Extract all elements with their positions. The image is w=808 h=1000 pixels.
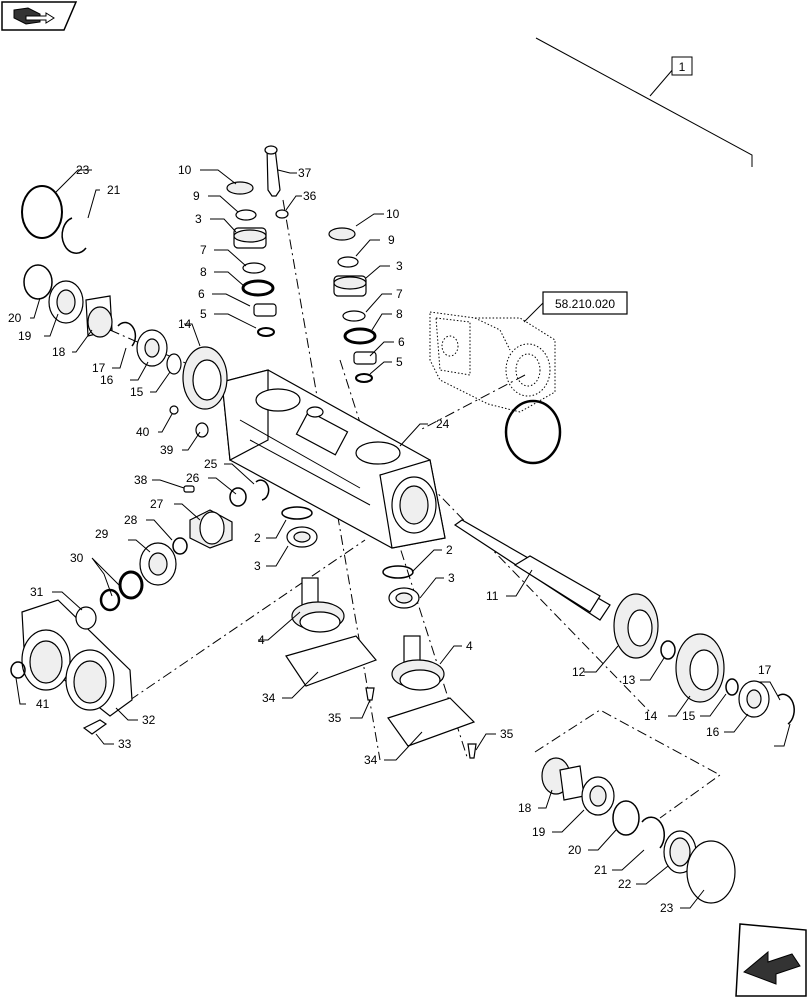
callout-5b: 5 (396, 355, 403, 369)
callout-27: 27 (150, 497, 164, 511)
callout-6a: 6 (198, 287, 205, 301)
callout-15a: 15 (130, 385, 144, 399)
callout-21b: 21 (594, 863, 608, 877)
callout-16b: 16 (706, 725, 720, 739)
callout-10b: 10 (386, 207, 400, 221)
callout-22: 22 (618, 877, 632, 891)
callout-18b: 18 (518, 801, 532, 815)
callout-29: 29 (95, 527, 109, 541)
callout-17a: 17 (92, 361, 106, 375)
callout-21a: 21 (107, 183, 121, 197)
callout-23b: 23 (660, 901, 674, 915)
callout-28: 28 (124, 513, 138, 527)
callout-25: 25 (204, 457, 218, 471)
callout-16a: 16 (100, 373, 114, 387)
callout-11: 11 (486, 589, 499, 603)
callout-13: 13 (622, 673, 636, 687)
callout-1: 1 (679, 60, 686, 74)
callout-40: 40 (136, 425, 150, 439)
callout-33: 33 (118, 737, 132, 751)
callout-24: 24 (436, 417, 450, 431)
callout-34a: 34 (262, 691, 276, 705)
callout-8a: 8 (200, 265, 207, 279)
callout-8b: 8 (396, 307, 403, 321)
lower-right-stack (541, 757, 736, 904)
callout-14a: 14 (178, 317, 192, 331)
leader-lines (15, 169, 791, 909)
reference-box-58-210-020[interactable]: 58.210.020 (523, 291, 628, 323)
output-shaft-and-gears (453, 519, 795, 725)
callout-35a: 35 (328, 711, 342, 725)
o-ring-seal (504, 399, 562, 465)
callout-26: 26 (186, 471, 200, 485)
callout-19b: 19 (532, 825, 546, 839)
callout-31: 31 (30, 585, 44, 599)
callout-5a: 5 (200, 307, 207, 321)
left-end-cover (10, 599, 133, 735)
middle-left-stack (99, 479, 270, 612)
callout-7b: 7 (396, 287, 403, 301)
next-page-arrow-icon[interactable] (735, 923, 807, 997)
callout-34b: 34 (364, 753, 378, 767)
callout-9b: 9 (388, 233, 395, 247)
callout-3a: 3 (195, 212, 202, 226)
callout-2b: 2 (446, 543, 453, 557)
callout-12: 12 (572, 665, 586, 679)
callout-15b: 15 (682, 709, 696, 723)
callout-23a: 23 (76, 163, 90, 177)
callout-9a: 9 (193, 189, 200, 203)
callout-20a: 20 (8, 311, 22, 325)
callout-20b: 20 (568, 843, 582, 857)
book-page-nav-icon[interactable] (1, 1, 78, 31)
gearbox-housing (221, 369, 446, 549)
callout-19a: 19 (18, 329, 32, 343)
callout-2a: 2 (254, 531, 261, 545)
left-bearing-stack (21, 185, 228, 438)
callout-32: 32 (142, 713, 156, 727)
callout-38: 38 (134, 473, 148, 487)
callout-30: 30 (70, 551, 84, 565)
callout-4a: 4 (258, 633, 265, 647)
callout-17b: 17 (758, 663, 772, 677)
callout-36: 36 (303, 189, 317, 203)
callout-37: 37 (298, 166, 312, 180)
reference-housing-outline (429, 311, 556, 413)
top-vertical-stack-left (226, 145, 289, 337)
callout-35b: 35 (500, 727, 514, 741)
callout-3b: 3 (396, 259, 403, 273)
callout-18a: 18 (52, 345, 66, 359)
top-vertical-stack-right (328, 227, 377, 383)
callout-14b: 14 (644, 709, 658, 723)
reference-box-label: 58.210.020 (555, 297, 615, 311)
callout-10a: 10 (178, 163, 192, 177)
callout-39: 39 (160, 443, 174, 457)
callout-3d: 3 (448, 571, 455, 585)
lower-bevel-gears (281, 506, 477, 759)
callout-labels: 1 10 9 3 7 8 6 5 37 36 10 9 3 7 8 6 5 23… (8, 56, 772, 915)
callout-4b: 4 (466, 639, 473, 653)
callout-7a: 7 (200, 243, 207, 257)
callout-6b: 6 (398, 335, 405, 349)
callout-41: 41 (36, 697, 50, 711)
callout-3c: 3 (254, 559, 261, 573)
